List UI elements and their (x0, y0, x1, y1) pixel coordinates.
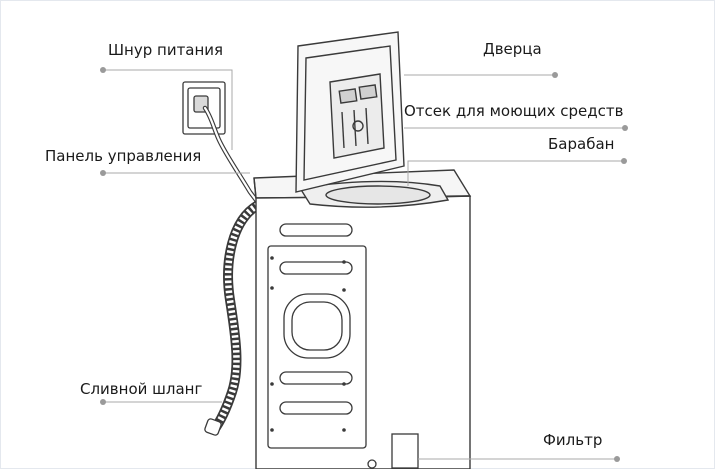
label-filter: Фильтр (543, 431, 603, 449)
leader-lines (103, 69, 625, 460)
label-door: Дверца (483, 40, 542, 58)
label-power-cord: Шнур питания (108, 41, 224, 59)
panel-screws (270, 256, 346, 432)
label-drain-hose: Сливной шланг (80, 380, 203, 398)
door (295, 31, 405, 193)
front-panel-details (267, 223, 367, 449)
leader-dots (100, 67, 628, 462)
label-control-panel: Панель управления (45, 147, 202, 165)
machine-body (253, 169, 472, 469)
label-detergent-drawer: Отсек для моющих средств (404, 102, 624, 120)
drain-hose (204, 200, 263, 436)
label-drum: Барабан (548, 135, 615, 153)
filter-cover (367, 433, 419, 469)
